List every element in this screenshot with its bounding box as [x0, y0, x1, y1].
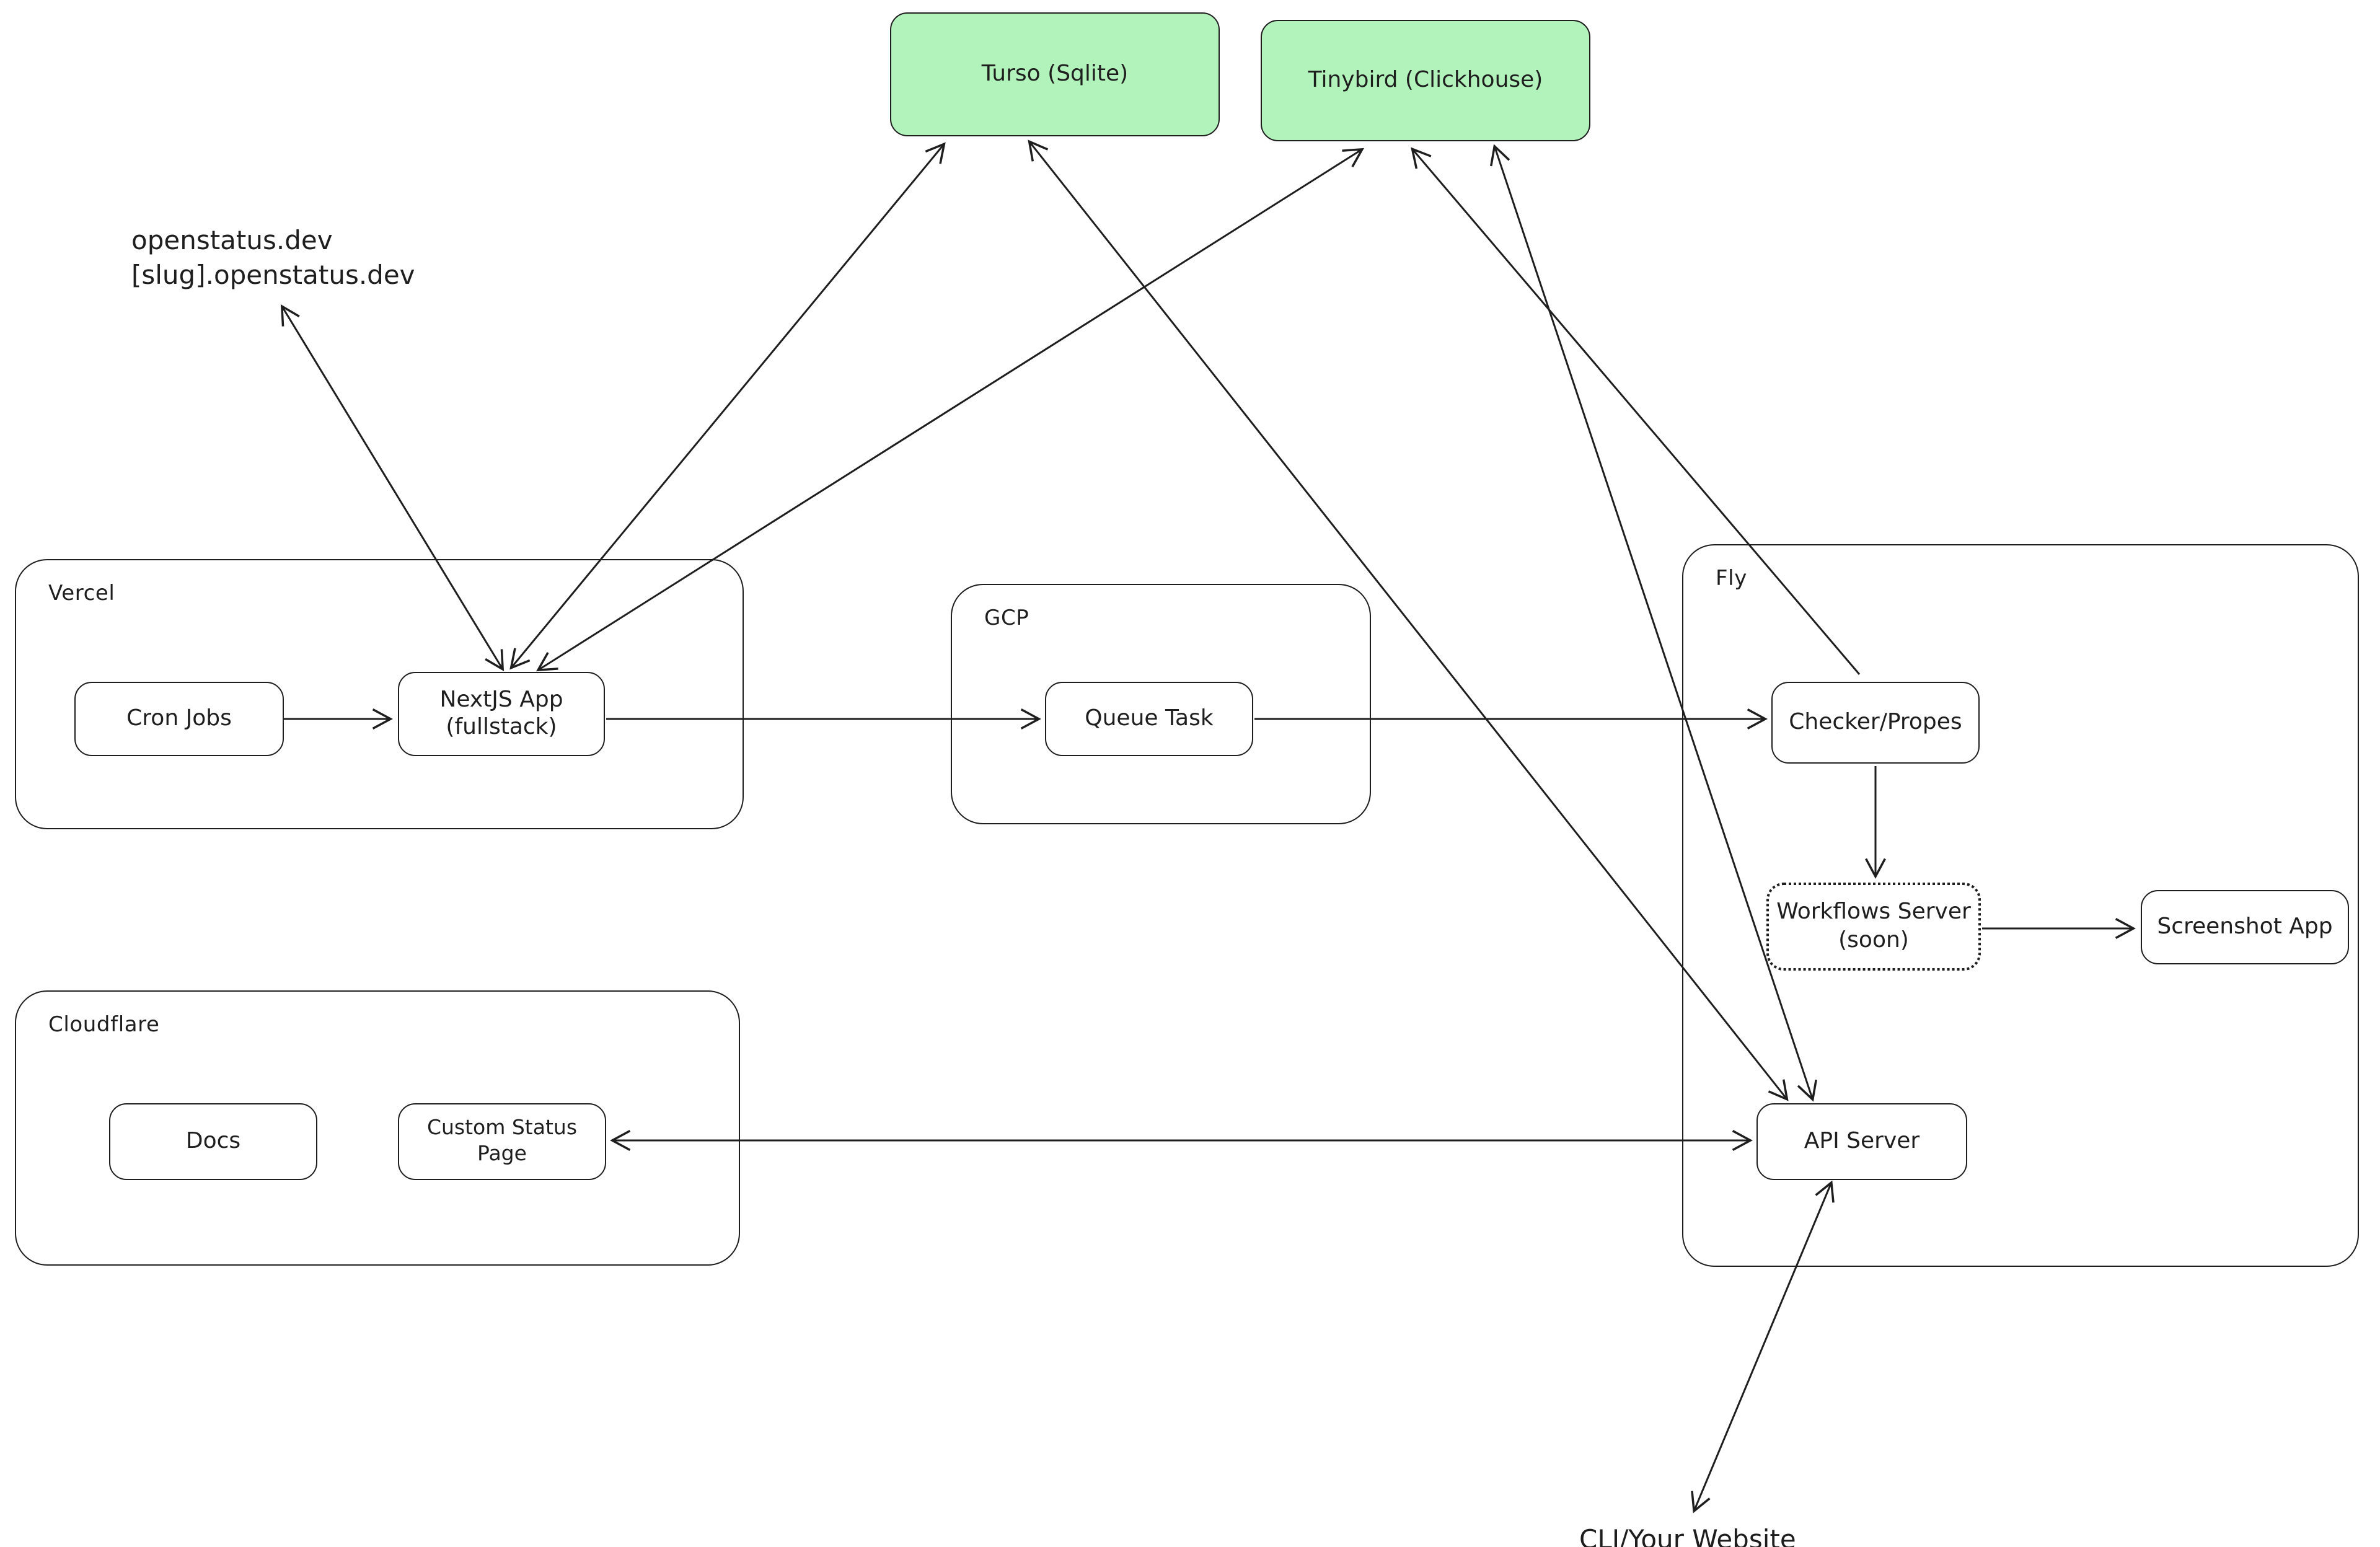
- node-workflows-server-label-line1: Workflows Server: [1776, 899, 1971, 925]
- node-tinybird: Tinybird (Clickhouse): [1261, 20, 1590, 141]
- label-domains-line1: openstatus.dev: [131, 226, 333, 255]
- group-gcp: GCP: [951, 584, 1371, 824]
- node-cron-jobs-label: Cron Jobs: [126, 705, 232, 731]
- node-custom-status-page: Custom Status Page: [398, 1103, 606, 1180]
- label-domains: openstatus.dev [slug].openstatus.dev: [131, 223, 415, 293]
- node-nextjs-app: NextJS App (fullstack): [398, 672, 605, 756]
- node-cron-jobs: Cron Jobs: [74, 682, 284, 756]
- node-api-server-label: API Server: [1804, 1127, 1920, 1154]
- node-checker-propes-label: Checker/Propes: [1789, 708, 1962, 735]
- node-nextjs-app-label-line2: (fullstack): [446, 714, 557, 740]
- node-workflows-server: Workflows Server (soon): [1766, 883, 1981, 971]
- group-gcp-label: GCP: [984, 606, 1029, 631]
- node-nextjs-app-label-line1: NextJS App: [439, 686, 563, 712]
- node-docs-label: Docs: [185, 1127, 241, 1154]
- node-queue-task: Queue Task: [1045, 682, 1253, 756]
- group-fly: Fly: [1682, 544, 2359, 1267]
- label-cli-your-website-text: CLI/Your Website: [1579, 1525, 1796, 1547]
- group-vercel-label: Vercel: [48, 581, 115, 606]
- node-custom-status-page-label: Custom Status Page: [426, 1116, 578, 1165]
- group-cloudflare: Cloudflare: [15, 990, 740, 1266]
- label-domains-line2: [slug].openstatus.dev: [131, 260, 415, 291]
- group-fly-label: Fly: [1716, 566, 1747, 591]
- group-cloudflare-label: Cloudflare: [48, 1013, 160, 1038]
- label-cli-your-website: CLI/Your Website: [1579, 1522, 1796, 1547]
- node-checker-propes: Checker/Propes: [1771, 682, 1980, 764]
- node-turso-label: Turso (Sqlite): [981, 60, 1129, 87]
- node-docs: Docs: [109, 1103, 317, 1180]
- node-screenshot-app-label: Screenshot App: [2157, 913, 2333, 940]
- node-workflows-server-label-line2: (soon): [1838, 927, 1909, 953]
- node-api-server: API Server: [1756, 1103, 1967, 1180]
- node-tinybird-label: Tinybird (Clickhouse): [1308, 66, 1543, 93]
- node-screenshot-app: Screenshot App: [2141, 890, 2349, 964]
- node-queue-task-label: Queue Task: [1085, 705, 1214, 731]
- node-turso: Turso (Sqlite): [890, 12, 1220, 136]
- group-vercel: Vercel: [15, 559, 744, 829]
